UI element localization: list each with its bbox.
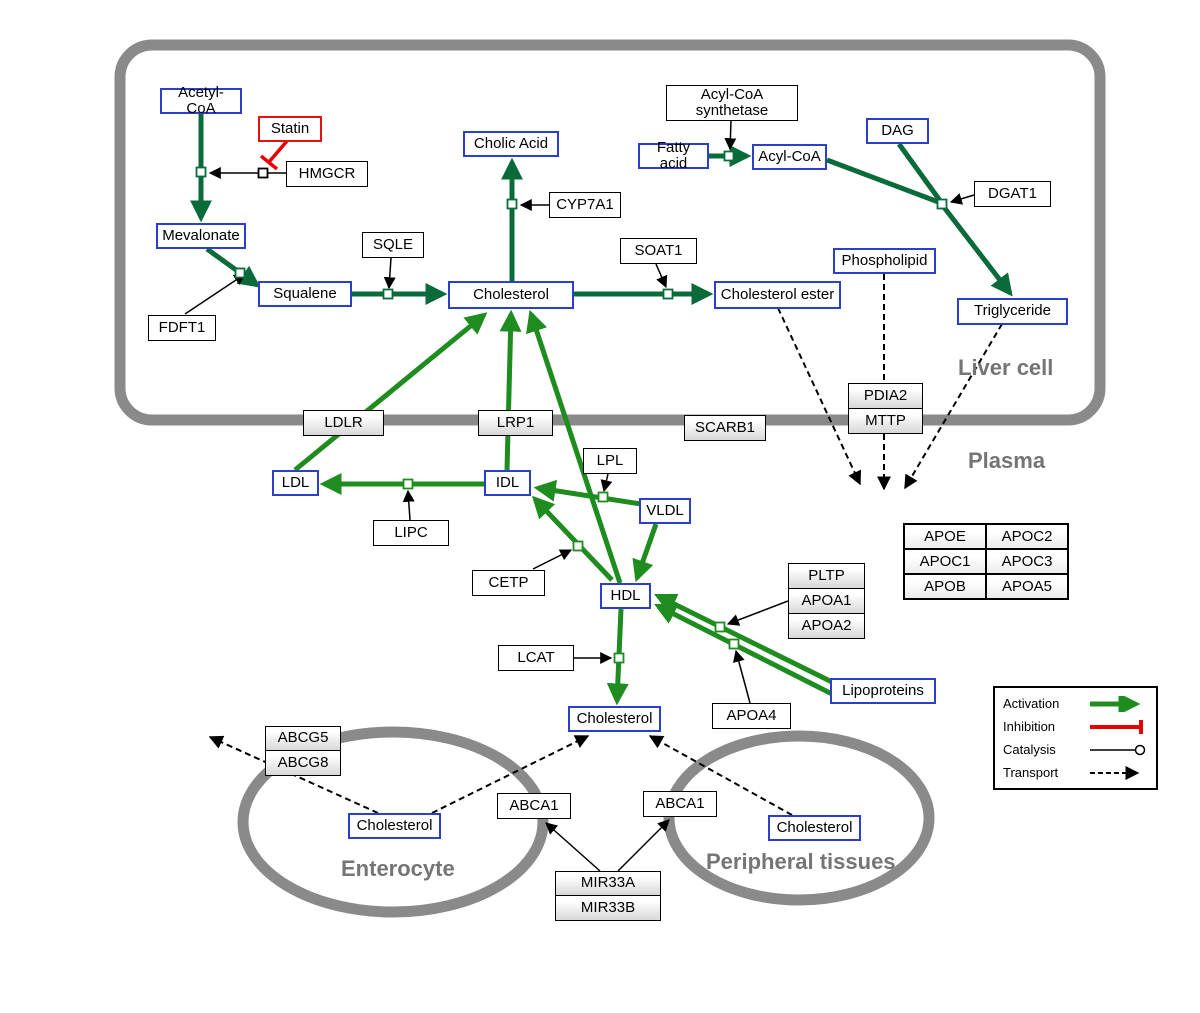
node-ldl[interactable]: LDL	[272, 470, 319, 496]
node-abcg5[interactable]: ABCG5	[265, 726, 341, 751]
node-sqle[interactable]: SQLE	[362, 232, 424, 258]
node-mttp[interactable]: MTTP	[848, 408, 923, 434]
node-cholesterol-liver[interactable]: Cholesterol	[448, 281, 574, 309]
node-hdl[interactable]: HDL	[600, 583, 651, 609]
apo-cell[interactable]: APOE	[904, 524, 986, 549]
legend-transport-label: Transport	[1003, 765, 1059, 780]
node-cetp[interactable]: CETP	[472, 570, 545, 596]
node-lipc[interactable]: LIPC	[373, 520, 449, 546]
region-label-enterocyte: Enterocyte	[341, 856, 455, 881]
legend-item-inhibition: Inhibition	[1003, 716, 1148, 738]
node-statin[interactable]: Statin	[258, 116, 322, 142]
apo-cell[interactable]: APOC3	[986, 549, 1068, 574]
legend-item-catalysis: Catalysis	[1003, 739, 1148, 761]
node-vldl[interactable]: VLDL	[639, 498, 691, 524]
node-acetyl-coa[interactable]: Acetyl-CoA	[160, 84, 242, 117]
legend-item-transport: Transport	[1003, 762, 1148, 784]
node-scarb1[interactable]: SCARB1	[684, 415, 766, 441]
node-triglyceride[interactable]: Triglyceride	[957, 298, 1068, 325]
apo-cell[interactable]: APOC1	[904, 549, 986, 574]
node-phospholipid[interactable]: Phospholipid	[833, 248, 936, 274]
region-label-peripheral-tissues: Peripheral tissues	[706, 849, 896, 874]
legend-activation-label: Activation	[1003, 696, 1060, 711]
region-label-plasma: Plasma	[968, 448, 1046, 473]
legend-catalysis-label: Catalysis	[1003, 742, 1056, 757]
node-squalene[interactable]: Squalene	[258, 281, 352, 307]
node-lcat[interactable]: LCAT	[498, 645, 574, 671]
apo-cell[interactable]: APOC2	[986, 524, 1068, 549]
node-cholesterol-enterocyte[interactable]: Cholesterol	[348, 813, 441, 839]
node-ldlr[interactable]: LDLR	[303, 410, 384, 436]
catalysis-edges	[184, 120, 975, 872]
reaction-nodes	[195, 150, 948, 664]
node-abcg8[interactable]: ABCG8	[265, 750, 341, 776]
node-lpl[interactable]: LPL	[583, 448, 637, 474]
node-abca1-right[interactable]: ABCA1	[643, 791, 717, 817]
liver-cell-membrane	[114, 39, 1106, 426]
node-apoa2[interactable]: APOA2	[788, 613, 865, 639]
node-pltp[interactable]: PLTP	[788, 563, 865, 589]
apo-cell[interactable]: APOB	[904, 574, 986, 599]
node-apoa1[interactable]: APOA1	[788, 588, 865, 614]
node-mir33b[interactable]: MIR33B	[555, 895, 661, 921]
node-lrp1[interactable]: LRP1	[478, 410, 553, 436]
activation-edges-plasma	[293, 309, 840, 706]
legend-item-activation: Activation	[1003, 693, 1148, 715]
node-acyl-coa-synthetase[interactable]: Acyl-CoA synthetase	[666, 85, 798, 121]
node-cholesterol-peripheral[interactable]: Cholesterol	[768, 815, 861, 841]
node-mir33a[interactable]: MIR33A	[555, 871, 661, 896]
node-lipoproteins[interactable]: Lipoproteins	[830, 678, 936, 704]
node-idl[interactable]: IDL	[484, 470, 531, 496]
enterocyte-membrane	[237, 726, 549, 918]
node-soat1[interactable]: SOAT1	[620, 238, 697, 264]
node-hmgcr[interactable]: HMGCR	[286, 161, 368, 187]
legend-inhibition-label: Inhibition	[1003, 719, 1056, 734]
node-cholesterol-plasma[interactable]: Cholesterol	[568, 706, 661, 732]
node-abca1-left[interactable]: ABCA1	[497, 793, 571, 819]
legend-box: Activation Inhibition Catalysis Transpor…	[993, 686, 1158, 790]
activation-arrow-icon	[1090, 695, 1141, 712]
activation-edges-liver	[189, 113, 1013, 306]
node-mevalonate[interactable]: Mevalonate	[156, 223, 246, 249]
node-cholesterol-ester[interactable]: Cholesterol ester	[714, 281, 841, 309]
node-acyl-coa[interactable]: Acyl-CoA	[752, 144, 827, 170]
region-label-liver: Liver cell	[958, 355, 1054, 380]
node-apoa4[interactable]: APOA4	[712, 703, 791, 729]
peripheral-tissues-membrane	[663, 730, 935, 906]
node-cyp7a1[interactable]: CYP7A1	[549, 192, 621, 218]
apolipoprotein-table: APOE APOC2 APOC1 APOC3 APOB APOA5	[903, 523, 1069, 600]
catalysis-circle-icon	[1090, 744, 1146, 755]
node-cholic-acid[interactable]: Cholic Acid	[463, 131, 559, 157]
node-fdft1[interactable]: FDFT1	[148, 315, 216, 341]
cell-membranes	[114, 39, 1106, 918]
node-fatty-acid[interactable]: Fatty acid	[638, 139, 709, 172]
node-dag[interactable]: DAG	[866, 118, 929, 144]
apo-cell[interactable]: APOA5	[986, 574, 1068, 599]
node-pdia2[interactable]: PDIA2	[848, 383, 923, 409]
inhibition-tbar-icon	[1090, 719, 1143, 734]
inhibition-edge	[259, 139, 289, 171]
transport-dashed-arrow-icon	[1090, 765, 1140, 780]
node-dgat1[interactable]: DGAT1	[974, 181, 1051, 207]
